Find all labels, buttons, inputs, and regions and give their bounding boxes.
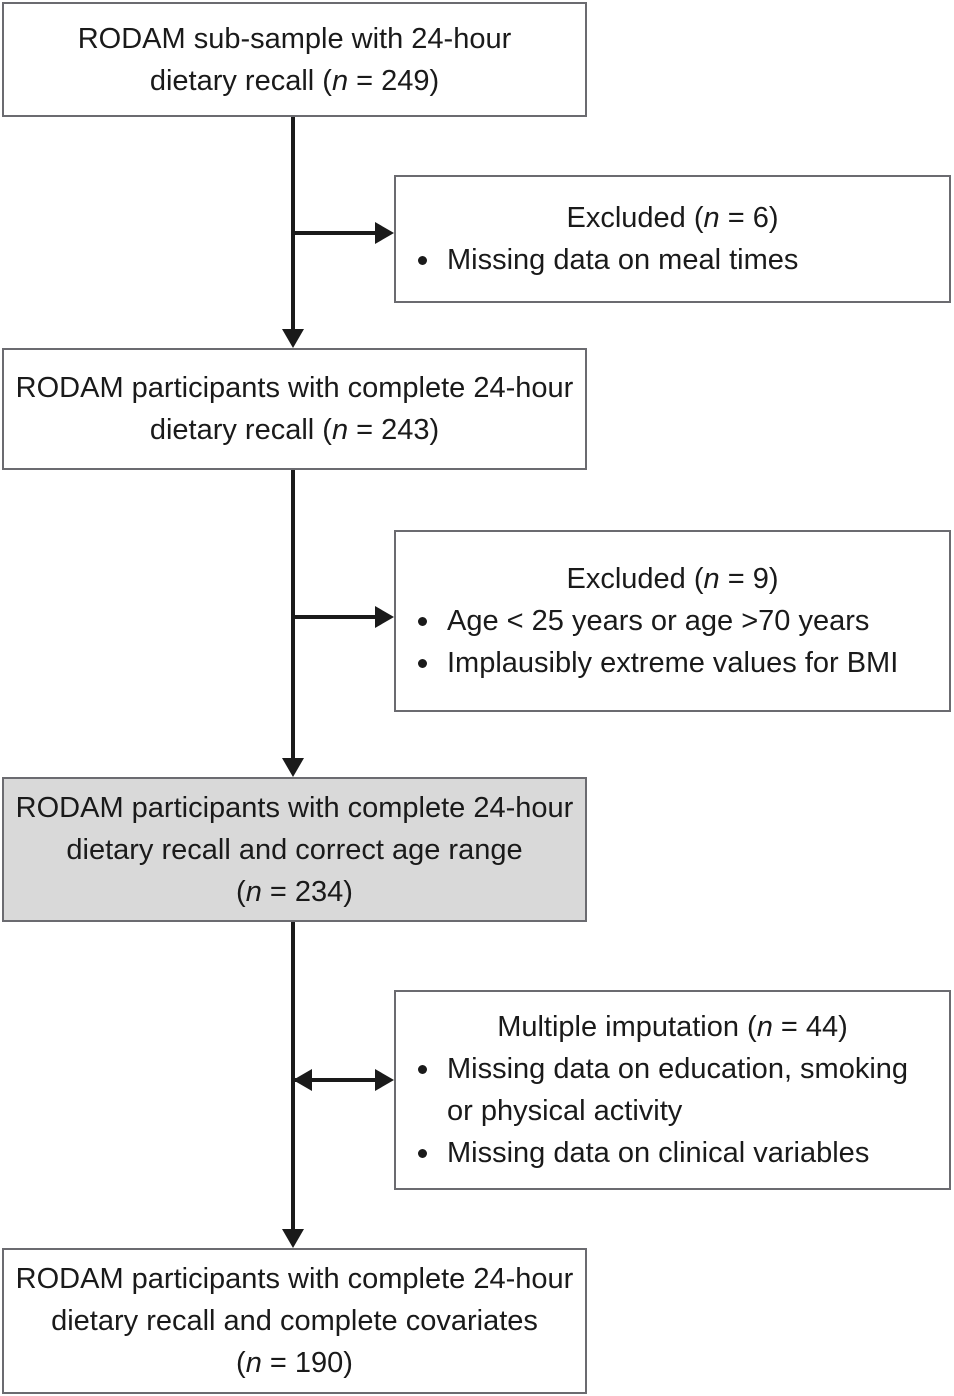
node-source-sample-line2-post: = 249) [348, 64, 440, 97]
node-source-sample-line2-italic: n [331, 64, 349, 97]
list-item: Missing data on education, smoking or ph… [396, 1048, 949, 1132]
node-multiple-imputation-heading-pre: Multiple imputation ( [497, 1011, 757, 1043]
node-source-sample-line1: RODAM sub-sample with 24-hour [77, 22, 512, 55]
node-multiple-imputation-heading-post: = 44) [772, 1011, 848, 1043]
node-complete-recall-line1: RODAM participants with complete 24-hour [15, 372, 574, 404]
node-complete-recall-line2-post: = 243) [348, 414, 440, 446]
node-final-sample-line3: (n = 190) [4, 1342, 585, 1384]
node-correct-age-range-line1: RODAM participants with complete 24-hour [15, 791, 574, 824]
node-final-sample-line2: dietary recall and complete covariates [51, 1305, 538, 1337]
node-correct-age-range-line3-italic: n [245, 875, 262, 908]
node-excluded-age-bmi-heading-post: = 9) [719, 563, 779, 595]
list-item: Missing data on clinical variables [396, 1132, 949, 1174]
node-final-sample-line3-pre: ( [236, 1347, 246, 1379]
node-source-sample: RODAM sub-sample with 24-hour dietary re… [2, 2, 587, 117]
node-excluded-age-bmi-heading-pre: Excluded ( [566, 563, 704, 595]
list-item: Missing data on meal times [396, 239, 949, 281]
connector-arrowhead-imputation-left [293, 1069, 312, 1091]
connector-arrowhead-excluded-1 [375, 222, 394, 244]
node-excluded-meal-times-heading-italic: n [703, 202, 720, 234]
node-excluded-meal-times-heading-post: = 6) [719, 202, 779, 234]
connector-arrow-to-complete-recall [282, 329, 304, 348]
connector-arrow-to-final-sample [282, 1229, 304, 1248]
node-excluded-meal-times-heading-pre: Excluded ( [566, 202, 704, 234]
node-multiple-imputation: Multiple imputation (n = 44) Missing dat… [394, 990, 951, 1190]
node-multiple-imputation-heading: Multiple imputation (n = 44) [396, 1006, 949, 1048]
node-final-sample-line3-italic: n [245, 1347, 262, 1379]
connector-branch-excluded-1 [291, 231, 375, 235]
connector-arrow-to-correct-age-range [282, 758, 304, 777]
connector-arrowhead-excluded-2 [375, 606, 394, 628]
node-excluded-meal-times-heading: Excluded (n = 6) [396, 197, 949, 239]
node-correct-age-range: RODAM participants with complete 24-hour… [2, 777, 587, 922]
node-complete-recall-line2: dietary recall (n = 243) [4, 409, 585, 451]
node-source-sample-line2-pre: dietary recall ( [149, 64, 332, 97]
node-complete-recall-line2-italic: n [331, 414, 349, 446]
node-excluded-age-bmi-heading-italic: n [703, 563, 720, 595]
node-correct-age-range-line3-post: = 234) [261, 875, 353, 908]
connector-branch-excluded-2 [291, 615, 375, 619]
node-source-sample-line2: dietary recall (n = 249) [4, 60, 585, 102]
connector-branch-imputation [293, 1078, 375, 1082]
node-correct-age-range-line2: dietary recall and correct age range [66, 833, 523, 866]
connector-trunk-2 [291, 470, 295, 758]
node-correct-age-range-line3: (n = 234) [4, 871, 585, 913]
node-excluded-meal-times: Excluded (n = 6) Missing data on meal ti… [394, 175, 951, 303]
node-multiple-imputation-heading-italic: n [756, 1011, 773, 1043]
connector-arrowhead-imputation-right [375, 1069, 394, 1091]
connector-trunk-1 [291, 117, 295, 329]
list-item: Age < 25 years or age >70 years [396, 600, 949, 642]
node-correct-age-range-line3-pre: ( [236, 875, 246, 908]
node-final-sample-line1: RODAM participants with complete 24-hour [15, 1263, 574, 1295]
node-excluded-age-bmi-heading: Excluded (n = 9) [396, 558, 949, 600]
node-complete-recall: RODAM participants with complete 24-hour… [2, 348, 587, 470]
node-excluded-age-bmi: Excluded (n = 9) Age < 25 years or age >… [394, 530, 951, 712]
node-final-sample: RODAM participants with complete 24-hour… [2, 1248, 587, 1394]
node-final-sample-line3-post: = 190) [261, 1347, 353, 1379]
list-item: Implausibly extreme values for BMI [396, 642, 949, 684]
node-complete-recall-line2-pre: dietary recall ( [149, 414, 332, 446]
node-excluded-meal-times-bullets: Missing data on meal times [396, 239, 949, 281]
node-multiple-imputation-bullets: Missing data on education, smoking or ph… [396, 1048, 949, 1174]
node-excluded-age-bmi-bullets: Age < 25 years or age >70 years Implausi… [396, 600, 949, 684]
